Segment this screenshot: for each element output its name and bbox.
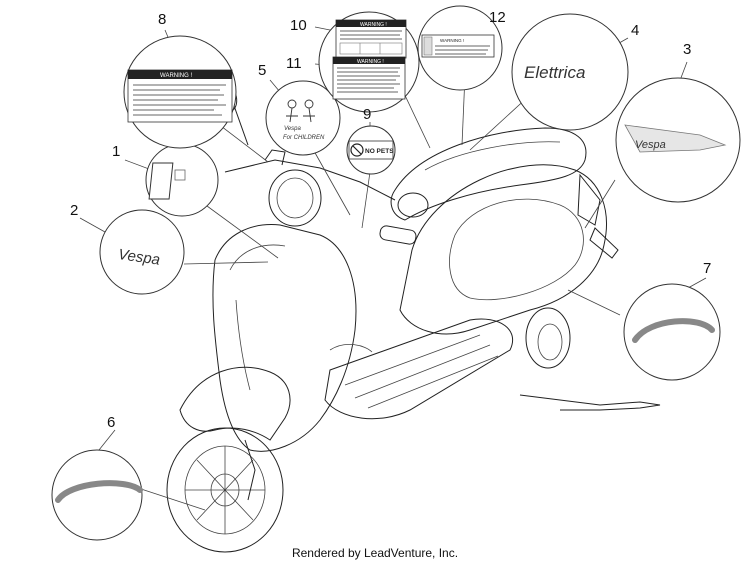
callout-6: 6 xyxy=(107,414,116,431)
vespa-children-brand: Vespa xyxy=(284,126,301,132)
callout-9: 9 xyxy=(363,106,372,123)
part-2-detail: Vespa xyxy=(99,209,185,295)
front-wheel xyxy=(166,427,284,553)
vespa-script-emblem: Vespa xyxy=(117,246,161,269)
elettrica-logo: Elettrica xyxy=(524,63,585,82)
part-8-detail: WARNING ! xyxy=(123,35,237,149)
part-5-detail: Vespa For CHILDREN xyxy=(265,80,341,156)
part-9-detail: NO PETS xyxy=(346,125,396,175)
callout-8: 8 xyxy=(158,11,167,28)
part-4-detail: Elettrica xyxy=(511,13,629,131)
warning-11-heading: WARNING ! xyxy=(357,59,384,65)
floorboard xyxy=(324,318,513,420)
part-7-detail xyxy=(623,283,721,381)
right-mirror xyxy=(397,192,429,218)
callout-1: 1 xyxy=(112,143,121,160)
callout-5: 5 xyxy=(258,62,267,79)
part-3-detail: Vespa xyxy=(615,77,741,203)
scooter-drawing xyxy=(166,81,661,553)
callout-11: 11 xyxy=(286,55,302,72)
callout-10: 10 xyxy=(290,17,307,34)
rear-body-panel xyxy=(399,164,607,335)
rear-wheel-hub xyxy=(525,307,571,369)
warning-10-heading: WARNING ! xyxy=(360,22,387,28)
part-1-detail xyxy=(145,143,219,217)
seat xyxy=(390,127,587,221)
callout-12: 12 xyxy=(489,9,506,26)
leg-shield xyxy=(212,224,357,452)
vespa-side-badge: Vespa xyxy=(635,139,666,151)
headlight xyxy=(268,169,322,227)
callout-2: 2 xyxy=(70,202,79,219)
callout-4: 4 xyxy=(631,22,640,39)
no-pets-text: NO PETS xyxy=(365,148,394,155)
part-12-detail: WARNING ! xyxy=(417,5,503,91)
part-6-detail xyxy=(51,449,143,541)
warning-12-heading: WARNING ! xyxy=(440,38,464,43)
for-children-text: For CHILDREN xyxy=(283,135,325,141)
part-10-11-detail: WARNING ! WARNING ! xyxy=(318,11,420,113)
render-credit: Rendered by LeadVenture, Inc. xyxy=(291,546,459,560)
warning-8-heading: WARNING ! xyxy=(160,73,192,79)
callout-7: 7 xyxy=(703,260,712,277)
callout-3: 3 xyxy=(683,41,692,58)
